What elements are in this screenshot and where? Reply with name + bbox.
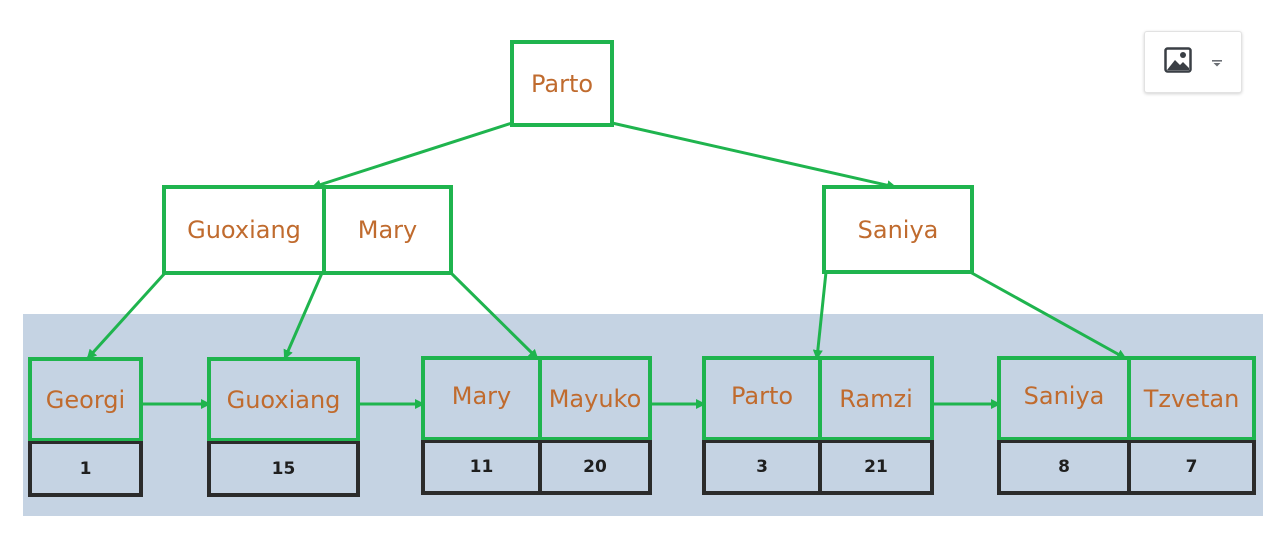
internal-2-key-1: Saniya: [857, 215, 939, 244]
leaf-4-values: 3 21: [702, 440, 934, 495]
leaf-4-value-1: 3: [756, 457, 768, 477]
image-options-button[interactable]: [1144, 31, 1242, 93]
leaf-5-values: 8 7: [997, 440, 1256, 495]
root-node: Parto: [510, 40, 614, 127]
edge-internal-2-to-leaf-5: [969, 270, 1127, 360]
leaf-node-2: Guoxiang: [207, 357, 360, 442]
leaf-5-value-1: 8: [1058, 457, 1070, 477]
leaf-4-value-2: 21: [818, 443, 930, 491]
leaf-node-1: Georgi: [28, 357, 143, 442]
edge-internal-1-to-leaf-2: [283, 272, 324, 360]
leaf-1-values: 1: [28, 441, 143, 497]
leaf-2-key-1: Guoxiang: [226, 385, 341, 414]
edge-root-to-internal-1: [311, 121, 513, 190]
leaf-3-values: 11 20: [421, 440, 652, 495]
internal-1-key-1: Guoxiang: [187, 216, 301, 244]
leaf-5-key-1: Saniya: [1023, 381, 1105, 410]
leaf-3-value-2: 20: [538, 443, 648, 491]
leaf-1-key-1: Georgi: [45, 385, 126, 414]
internal-node-1: Guoxiang Mary: [162, 185, 453, 275]
caret-down-icon: [1212, 53, 1222, 72]
internal-1-key-2: Mary: [322, 189, 449, 271]
leaf-2-value-1: 15: [271, 458, 296, 479]
edge-internal-1-to-leaf-3: [449, 271, 539, 360]
edge-root-to-internal-2: [611, 121, 897, 191]
leaf-1-value-1: 1: [79, 458, 92, 479]
leaf-2-values: 15: [207, 441, 360, 497]
leaf-3-key-2: Mayuko: [538, 360, 648, 437]
internal-node-2: Saniya: [822, 185, 974, 274]
leaf-4-key-1: Parto: [730, 381, 794, 410]
leaf-4-key-2: Ramzi: [818, 360, 930, 437]
leaf-node-5: Saniya Tzvetan: [997, 356, 1256, 441]
root-key-1: Parto: [530, 69, 594, 98]
leaf-level-band: [23, 314, 1263, 516]
leaf-node-4: Parto Ramzi: [702, 356, 934, 441]
edge-internal-1-to-leaf-1: [86, 271, 167, 360]
leaf-node-3: Mary Mayuko: [421, 356, 652, 441]
image-icon: [1164, 47, 1192, 77]
leaf-5-value-2: 7: [1127, 443, 1252, 491]
leaf-3-value-1: 11: [469, 457, 494, 477]
leaf-3-key-1: Mary: [451, 381, 512, 410]
leaf-5-key-2: Tzvetan: [1127, 360, 1252, 437]
edge-internal-2-to-leaf-4: [812, 271, 828, 360]
